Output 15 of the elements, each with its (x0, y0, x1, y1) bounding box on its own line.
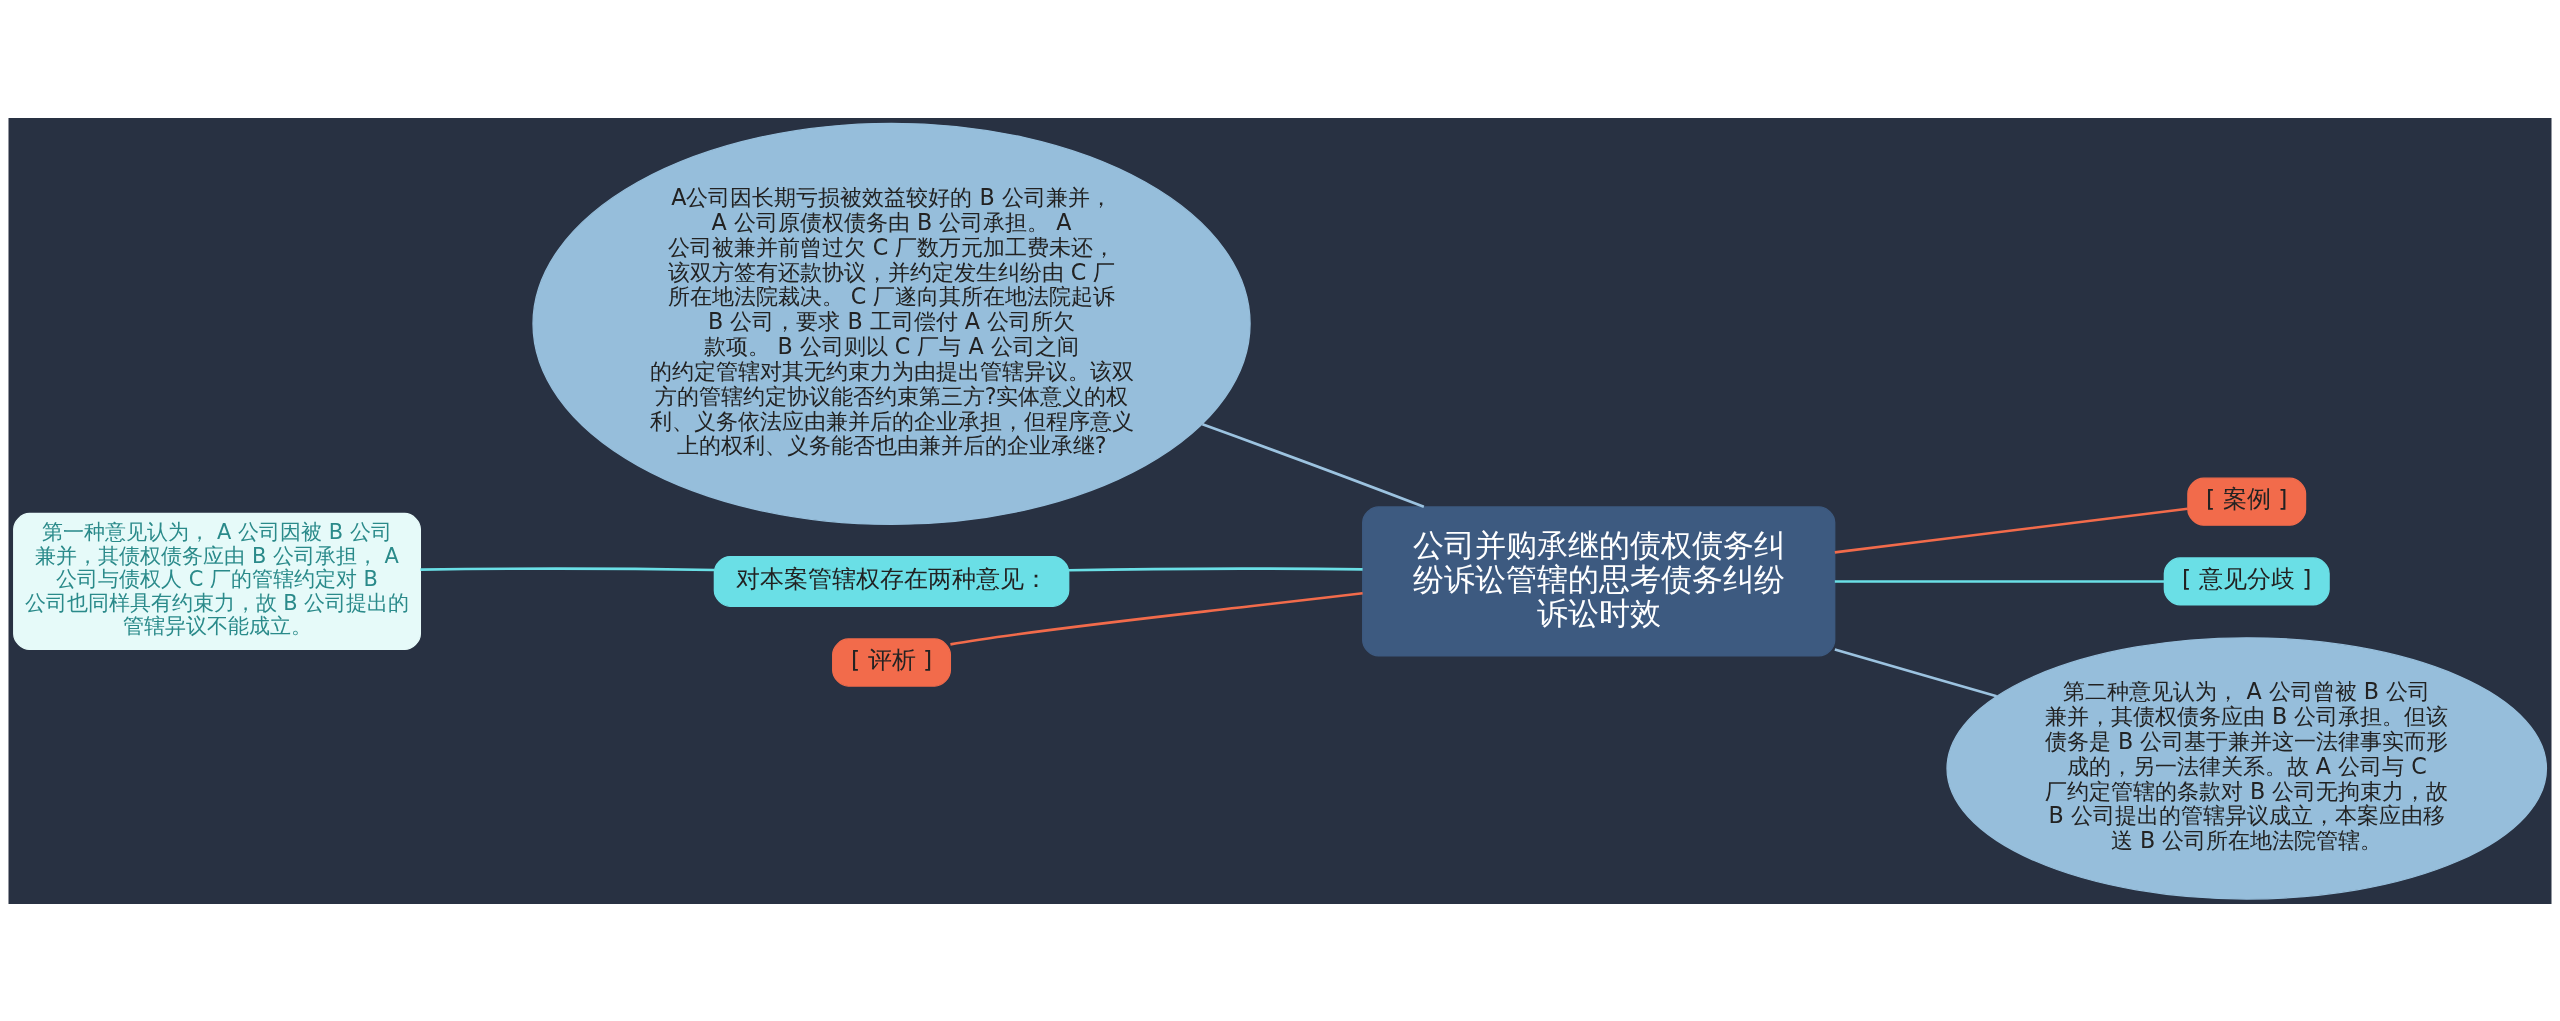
node-box: [ 意见分歧 ] (2163, 556, 2330, 606)
node-ellipse: A公司因长期亏损被效益较好的 B 公司兼并， A 公司原债权债务由 B 公司承担。 A 公司被兼并前曾过欠 C 厂数万元加工费未还，该双方签有还款协议，并约定发生纠纷由 C 厂所在地法院裁决。 C 厂遂向其所在地法院起诉 B 公司，要求 B 工司偿付 A 公司所欠款项。 B 公司则以 C 厂与 A 公司之间的约定管辖对其无约束力为由提出管辖异议。该双方的管辖约定协议能否约束第三方?实体意义的权利、义务依法应由兼并后的企业承担，但程序意义上的权利、义务能否也由兼并后的企业承继? (532, 122, 1251, 525)
connector (1834, 579, 2165, 583)
node-box: 对本案管辖权存在两种意见： (713, 555, 1070, 607)
connector (950, 591, 1363, 646)
node-box: 第一种意见认为， A 公司因被 B 公司兼并，其债权债务应由 B 公司承担， A 公司与债权人 C 厂的管辖约定对 B 公司也同样具有约束力，故 B 公司提出的管辖异议不能成立。 (13, 512, 421, 650)
connector (420, 566, 715, 571)
node-ellipse: 第二种意见认为， A 公司曾被 B 公司兼并，其债权债务应由 B 公司承担。但该债务是 B 公司基于兼并这一法律事实而形成的，另一法律关系。故 A 公司与 C 厂约定管辖的条款对 B 公司无拘束力，故 B 公司提出的管辖异议成立，本案应由移送 B 公司所在地法院管辖。 (1946, 636, 2548, 900)
node-box: 公司并购承继的债权债务纠纷诉讼管辖的思考债务纠纷诉讼时效 (1362, 505, 1836, 657)
connector (1201, 422, 1425, 508)
node-box: [ 案例 ] (2187, 477, 2307, 526)
connector (1068, 566, 1363, 572)
connector (1834, 647, 1997, 698)
connector (1834, 507, 2188, 554)
node-box: [ 评析 ] (832, 637, 952, 687)
